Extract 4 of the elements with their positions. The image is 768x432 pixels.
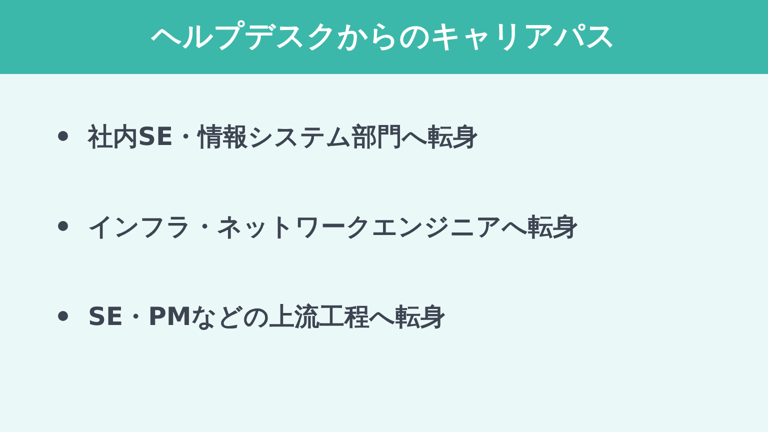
- bullet-text: インフラ・ネットワークエンジニアへ転身: [88, 214, 578, 238]
- bullet-text: 社内SE・情報システム部門へ転身: [88, 124, 478, 148]
- bullet-text: SE・PMなどの上流工程へ転身: [88, 304, 446, 328]
- title: ヘルプデスクからのキャリアパス: [152, 22, 616, 52]
